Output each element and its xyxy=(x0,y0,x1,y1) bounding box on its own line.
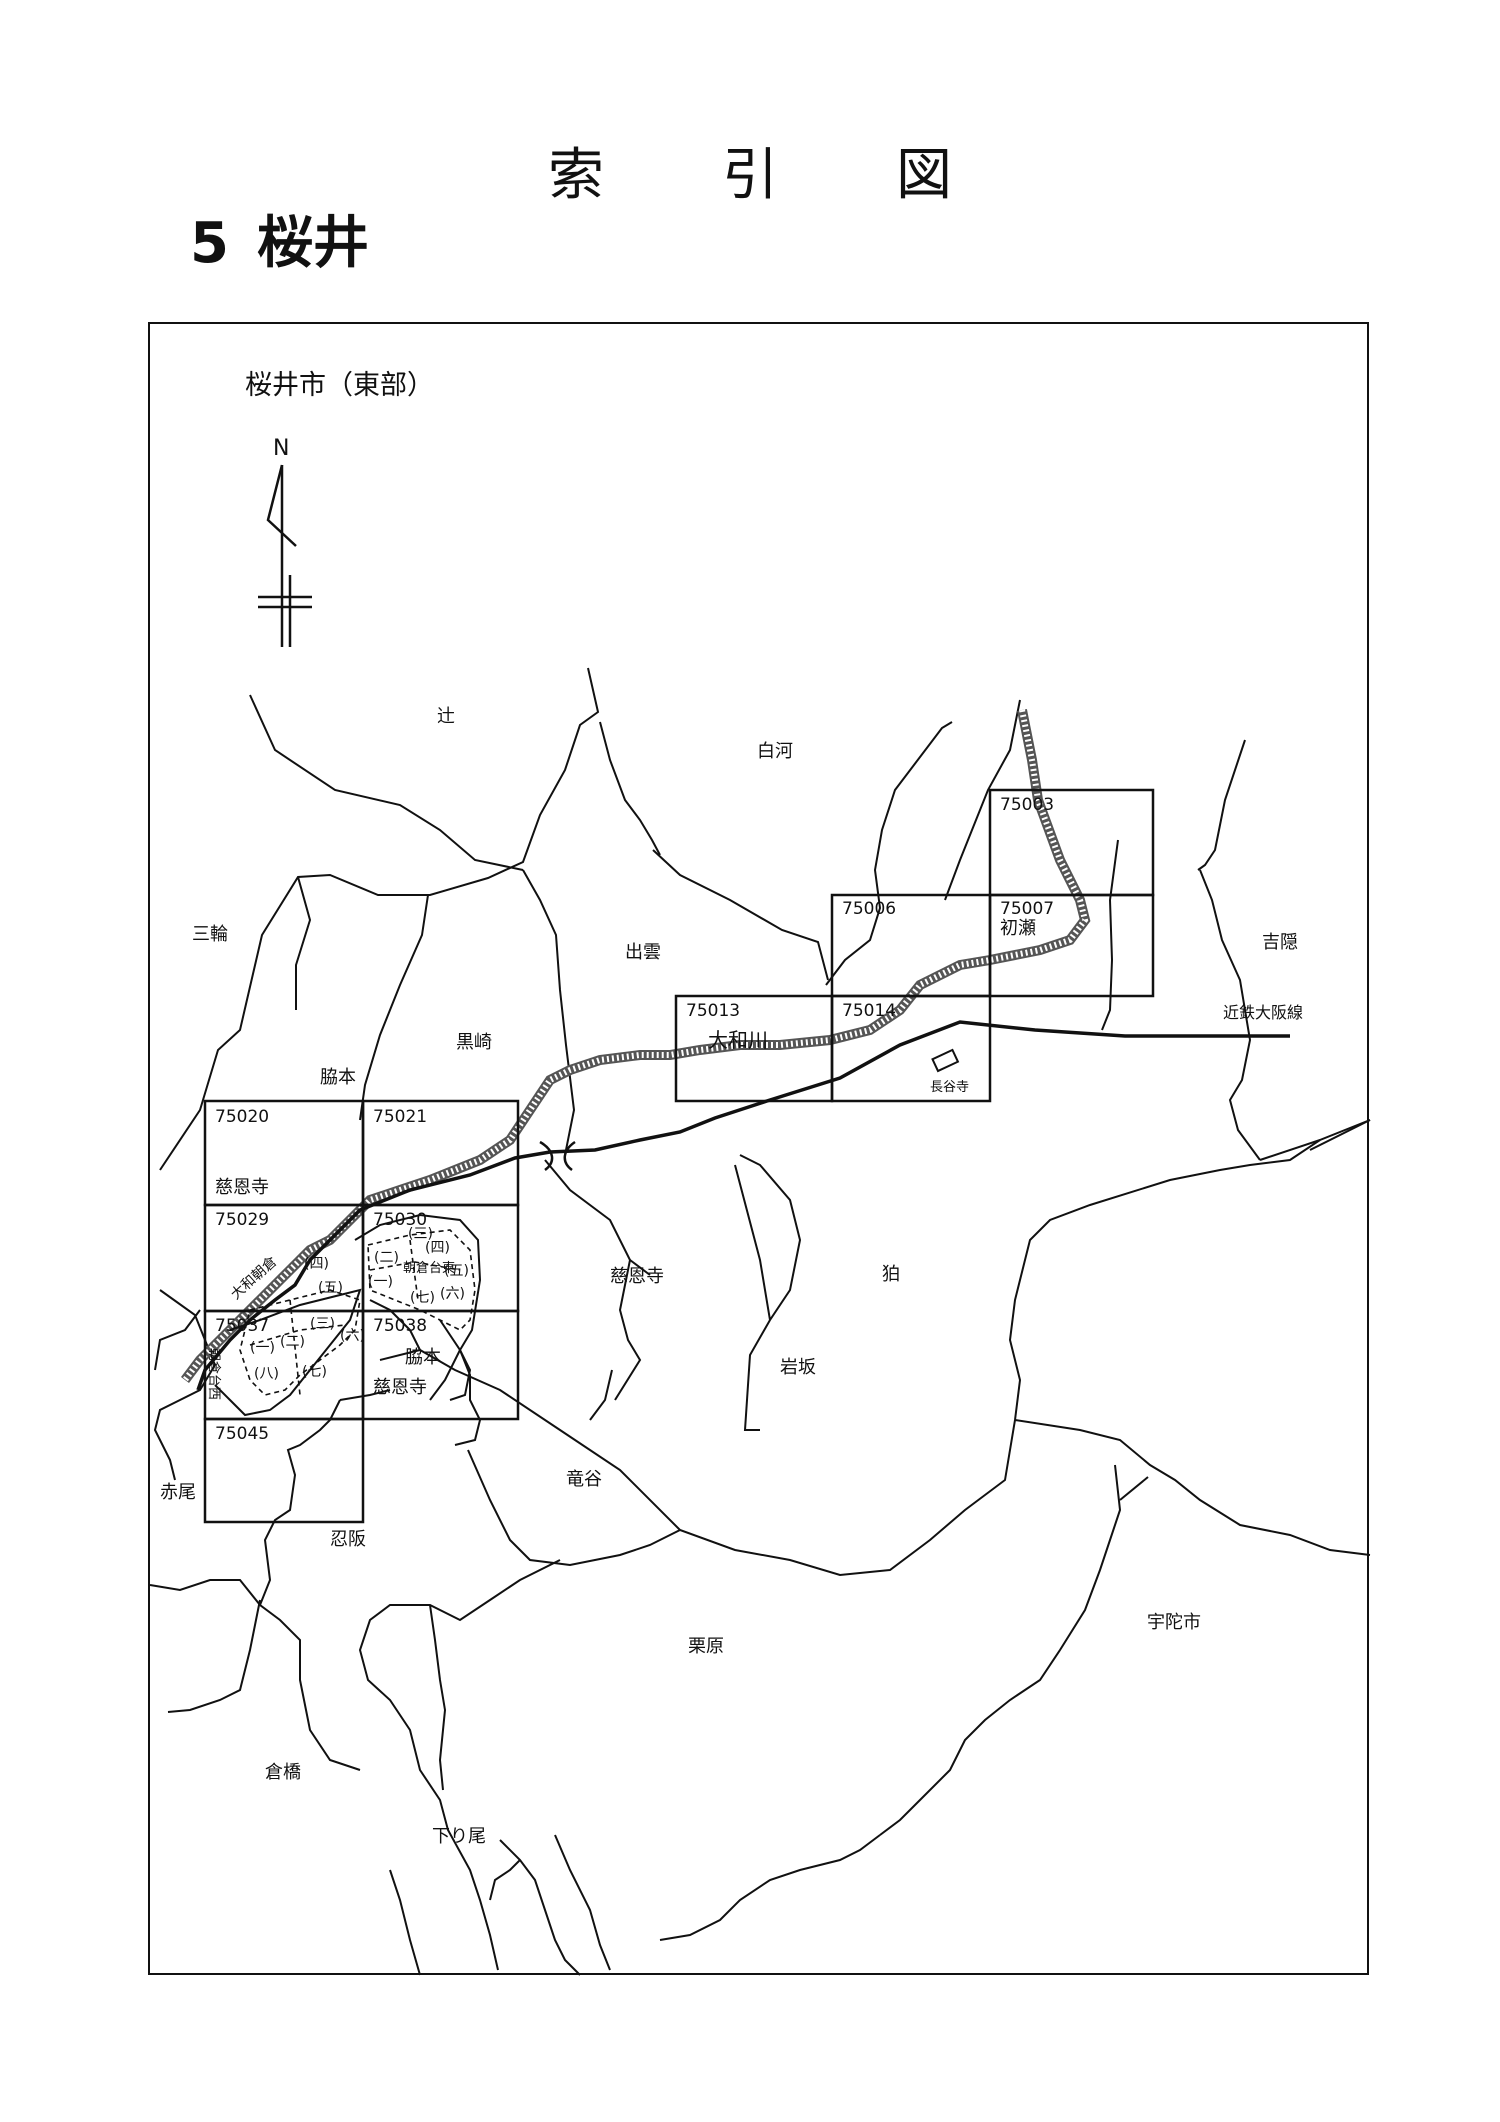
block-number: (二) xyxy=(374,1250,399,1266)
block-number-labels: (三) (四) (二) (五) (一) (六) (七) (四) (五) (三) … xyxy=(250,1226,469,1382)
place-label: 宇陀市 xyxy=(1147,1612,1201,1633)
section-name: 桜井 xyxy=(256,211,369,276)
asakuradai-outline xyxy=(214,1213,482,1417)
block-number: (一) xyxy=(250,1340,275,1356)
cell-75014[interactable] xyxy=(830,994,992,1103)
area-label: 朝倉台西 xyxy=(206,1348,221,1400)
cell-id-labels: 75003 75006 75007 75013 75014 75020 7502… xyxy=(215,795,1054,1444)
block-number: (三) xyxy=(408,1226,433,1242)
map-frame xyxy=(148,322,1369,1975)
block-number: (六) xyxy=(440,1286,465,1302)
cell-75045[interactable] xyxy=(203,1417,365,1524)
place-label: 脇本 xyxy=(405,1347,441,1368)
station-label: 長谷寺 xyxy=(930,1080,969,1095)
block-number: (七) xyxy=(302,1364,327,1380)
section-number: 5 xyxy=(190,211,229,276)
place-label: 初瀬 xyxy=(1000,918,1036,939)
north-arrow-icon: N xyxy=(258,436,312,647)
place-label: 赤尾 xyxy=(160,1482,196,1503)
cell-id: 75003 xyxy=(1000,795,1054,815)
block-number: (二) xyxy=(280,1334,305,1350)
place-label: 吉隠 xyxy=(1262,932,1298,953)
place-label: 辻 xyxy=(437,706,455,727)
station-label: 大和朝倉 xyxy=(228,1254,280,1303)
place-label: 倉橋 xyxy=(265,1762,301,1783)
cell-id: 75013 xyxy=(686,1001,740,1021)
place-label: 慈恩寺 xyxy=(373,1377,427,1398)
block-number: (七) xyxy=(410,1290,435,1306)
cell-id: 75006 xyxy=(842,899,896,919)
cell-id: 75037 xyxy=(215,1316,269,1336)
cell-id: 75045 xyxy=(215,1424,269,1444)
block-number: (三) xyxy=(310,1316,335,1332)
block-number: (八) xyxy=(254,1366,279,1382)
railway-label: 近鉄大阪線 xyxy=(1223,1003,1303,1022)
place-label: 狛 xyxy=(882,1264,900,1285)
river-label: 大和川 xyxy=(708,1028,768,1052)
asakuradai-blocks xyxy=(239,1229,476,1396)
block-number: (四) xyxy=(304,1256,329,1272)
cell-id: 75029 xyxy=(215,1210,269,1230)
place-labels: 辻 白河 三輪 出雲 初瀬 吉隠 黒崎 脇本 慈恩寺 慈恩寺 狛 岩坂 脇本 慈… xyxy=(160,706,1303,1847)
place-label: 下り尾 xyxy=(432,1826,486,1847)
block-number: (五) xyxy=(444,1263,469,1279)
cell-id: 75007 xyxy=(1000,899,1054,919)
place-label: 岩坂 xyxy=(780,1357,816,1378)
area-label: 朝倉台東 xyxy=(403,1260,455,1276)
page-title: 索引図 xyxy=(548,143,1070,208)
district-boundaries xyxy=(149,667,1371,1976)
place-label: 竜谷 xyxy=(566,1469,602,1490)
block-number: (六) xyxy=(340,1328,365,1344)
place-label: 出雲 xyxy=(625,942,661,963)
kintetsu-railway-line xyxy=(196,1020,1290,1391)
place-label: 忍阪 xyxy=(330,1529,366,1550)
place-label: 脇本 xyxy=(320,1067,356,1088)
place-label: 慈恩寺 xyxy=(215,1177,269,1198)
place-label: 黒崎 xyxy=(456,1032,492,1053)
hasedera-station-icon xyxy=(931,1048,960,1073)
cell-75007[interactable] xyxy=(988,893,1155,998)
block-number: (一) xyxy=(368,1274,393,1290)
section-title: 5 桜井 xyxy=(190,198,369,279)
cell-id: 75021 xyxy=(373,1107,427,1127)
cell-id: 75030 xyxy=(373,1210,427,1230)
block-number: (五) xyxy=(318,1280,343,1296)
place-label: 慈恩寺 xyxy=(610,1266,664,1287)
cell-id: 75020 xyxy=(215,1107,269,1127)
tunnel-icon xyxy=(539,1140,576,1172)
place-label: 栗原 xyxy=(688,1636,724,1657)
place-label: 三輪 xyxy=(192,924,228,945)
cell-id: 75038 xyxy=(373,1316,427,1336)
map-subtitle: 桜井市（東部） xyxy=(245,370,434,401)
place-label: 白河 xyxy=(757,741,793,762)
block-number: (四) xyxy=(425,1240,450,1256)
north-label: N xyxy=(273,436,289,461)
cell-75038[interactable] xyxy=(361,1309,520,1421)
cell-id: 75014 xyxy=(842,1001,896,1021)
